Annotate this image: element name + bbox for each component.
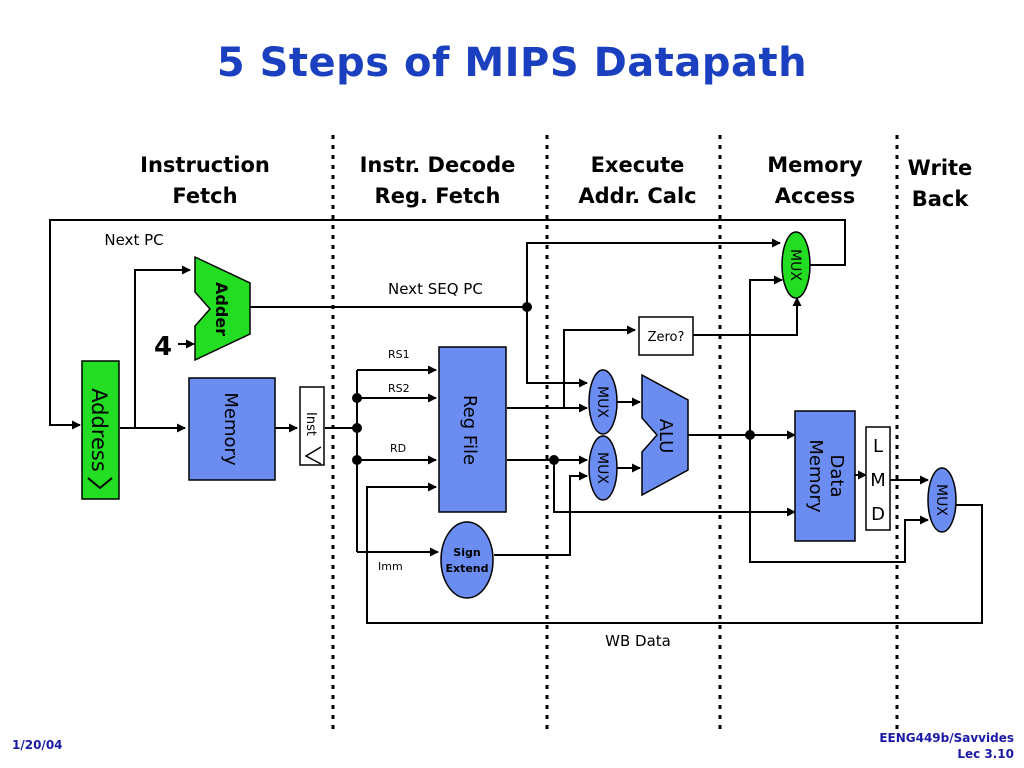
junction-dot [549,455,559,465]
memory-label: Memory [220,392,241,466]
alu [641,373,689,497]
alu-a-mux [588,369,618,435]
alu-b-mux [588,435,618,501]
lmd-letter: D [871,504,885,525]
alu-to-pcmux-wire [749,275,783,435]
pc-mux [781,231,811,299]
rs2-label: RS2 [388,382,410,395]
junction-dot [745,430,755,440]
stage-label-line1: Memory [767,153,863,177]
next-seq-pc-label: Next SEQ PC [388,280,483,298]
stage-label-line2: Access [774,184,856,208]
stage-label-line2: Fetch [172,184,238,208]
data-memory-label-2: Memory [805,439,826,513]
reg-file-label: Reg File [459,395,480,465]
signext-to-bmux-wire [494,471,588,556]
stage-label-line1: Instr. Decode [359,153,516,177]
instruction-memory [188,377,276,481]
imm-label: Imm [378,560,403,573]
clock-icon [304,446,322,465]
footer-course-info: EENG449b/Savvides Lec 3.10 [879,730,1014,762]
constant-four: 4 [154,332,172,362]
seq-pc-to-pcmux-wire [526,238,781,307]
inst-label: Inst [303,412,318,436]
stage-decode: Instr. Decode Reg. Fetch [345,150,530,212]
zero-to-pcmux-wire [693,297,802,336]
lmd-letter: M [870,470,886,491]
stage-label-line2: Addr. Calc [578,184,697,208]
junctions [352,302,755,465]
stage-label-line2: Back [911,187,969,211]
data-memory-label-1: Data [826,455,847,498]
junction-dot [352,393,362,403]
regb-to-datamem-wire [553,460,796,517]
address-label: Address [87,388,111,472]
wb-data-label: WB Data [605,632,671,650]
sign-extend-label-2: Extend [445,562,488,575]
junction-dot [352,455,362,465]
seq-pc-to-amux-wire [526,307,588,388]
mux-label: MUX [594,386,610,418]
wb-data-wire [366,482,983,624]
footer-lecture: Lec 3.10 [957,747,1014,761]
sign-extend-label-1: Sign [453,546,480,559]
data-memory [794,410,856,542]
slide-title: 5 Steps of MIPS Datapath [216,40,808,86]
next-pc-wire [49,219,846,430]
footer-date: 1/20/04 [12,738,63,752]
mux-label: MUX [787,249,803,281]
mux-label: MUX [933,484,949,516]
rs1-label: RS1 [388,348,410,361]
adder-label: Adder [212,282,231,336]
zero-detect [638,316,694,356]
mux-label: MUX [594,452,610,484]
sign-extend [440,521,494,599]
junction-dot [522,302,532,312]
lmd-register [865,426,891,531]
next-pc-label: Next PC [104,231,163,249]
stage-label-line1: Write [907,156,973,180]
alu-to-wbmux-wire [749,435,929,563]
address-register [81,360,120,500]
rega-to-zero-wire [563,325,636,408]
register-file [438,346,507,513]
wires [49,219,983,624]
lmd-letter: L [873,436,883,457]
writeback-mux [927,467,957,533]
stage-write-back: Write Back [895,153,985,215]
address-to-adder-wire [134,265,191,428]
alu-label: ALU [655,419,676,454]
footer-course: EENG449b/Savvides [879,731,1014,745]
stage-label-line1: Instruction [140,153,270,177]
stage-instruction-fetch: Instruction Fetch [130,150,280,212]
adder [194,255,251,362]
stage-label-line1: Execute [590,153,685,177]
zero-label: Zero? [648,330,685,345]
clock-icon [87,477,113,490]
junction-dot [352,423,362,433]
stage-label-line2: Reg. Fetch [374,184,501,208]
stage-execute: Execute Addr. Calc [560,150,715,212]
rd-label: RD [390,442,406,455]
stage-memory-access: Memory Access [750,150,880,212]
